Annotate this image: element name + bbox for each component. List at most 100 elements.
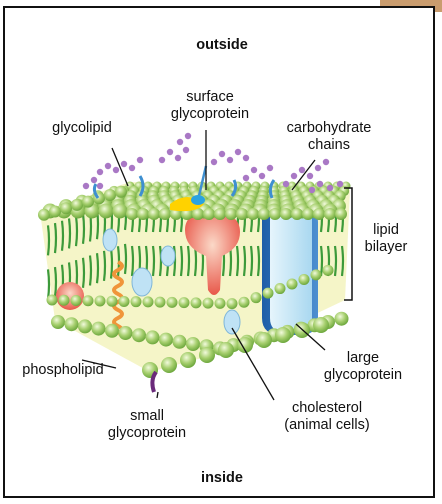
chain-bead	[309, 187, 315, 193]
large-glycoprotein-line2: glycoprotein	[308, 367, 418, 384]
lipid-head	[146, 330, 160, 344]
lipid-head	[92, 322, 106, 336]
lipid-head	[83, 295, 94, 306]
lipid-head	[239, 297, 250, 308]
lipid-head	[280, 208, 292, 220]
lipid-head	[275, 327, 291, 343]
lipid-head	[258, 208, 270, 220]
chain-bead	[159, 157, 165, 163]
lipid-head	[99, 204, 114, 219]
lipid-head	[335, 312, 349, 326]
carbohydrate-line1: carbohydrate	[264, 120, 394, 137]
lipid-head	[335, 208, 347, 220]
small-glycoprotein-line1: small	[92, 408, 202, 425]
lipid-head	[126, 208, 138, 220]
lipid-tail	[321, 246, 322, 276]
lipid-head	[227, 298, 238, 309]
lipid-head	[313, 317, 329, 333]
phospholipid-label: phospholipid	[8, 362, 118, 379]
lipid-head	[263, 288, 274, 299]
lipid-head	[311, 269, 322, 280]
lipid-tail	[244, 246, 245, 276]
lipid-head	[167, 297, 178, 308]
lipid-head	[131, 296, 142, 307]
lipid-tail	[48, 269, 49, 299]
lipid-head	[115, 186, 127, 198]
chain-bead	[129, 165, 135, 171]
lipid-head	[203, 298, 214, 309]
lipid-head	[159, 333, 173, 347]
large-glycoprotein-label: large glycoprotein	[308, 350, 418, 384]
lipid-tail	[251, 246, 252, 276]
lipid-head	[107, 296, 118, 307]
lipid-tail	[188, 246, 189, 276]
lipid-head	[82, 196, 94, 208]
lipid-tail	[160, 246, 161, 276]
chain-bead	[177, 139, 183, 145]
lipid-head	[269, 208, 281, 220]
lipid-tail	[237, 246, 238, 276]
chain-bead	[175, 155, 181, 161]
carbohydrate-chains-label: carbohydrate chains	[264, 120, 394, 154]
lipid-tail	[132, 246, 133, 276]
chain-bead	[291, 173, 297, 179]
lipid-tail	[83, 258, 84, 288]
lipid-head	[105, 324, 119, 338]
chain-bead	[267, 165, 273, 171]
lipid-head	[215, 298, 226, 309]
lipid-head	[159, 208, 171, 220]
chain-bead	[299, 167, 305, 173]
lipid-head	[143, 296, 154, 307]
chain-bead	[251, 167, 257, 173]
chain-bead	[243, 155, 249, 161]
lipid-head	[71, 295, 82, 306]
lipid-tail	[125, 244, 126, 274]
lipid-head	[173, 335, 187, 349]
lipid-tail	[83, 214, 84, 244]
lipid-tail	[153, 246, 154, 276]
chain-bead	[307, 173, 313, 179]
chain-bead	[121, 161, 127, 167]
chain-bead	[97, 169, 103, 175]
chain-bead	[185, 133, 191, 139]
lipid-head	[137, 208, 149, 220]
lipid-bilayer-line1: lipid	[356, 222, 416, 239]
lipid-tail	[181, 246, 182, 276]
lipid-tail	[342, 246, 343, 276]
lipid-tail	[335, 246, 336, 276]
lipid-tail	[69, 218, 70, 248]
chain-bead	[183, 147, 189, 153]
lipid-head	[161, 357, 177, 373]
lipid-head	[236, 208, 248, 220]
lipid-head	[179, 297, 190, 308]
lipid-head	[186, 337, 200, 351]
chain-bead	[337, 181, 343, 187]
lipid-head	[132, 328, 146, 342]
surface-glycoprotein-head	[191, 195, 205, 205]
cholesterol-shape	[132, 268, 152, 296]
chain-bead	[283, 181, 289, 187]
small-glycoprotein-line2: glycoprotein	[92, 425, 202, 442]
lipid-head	[275, 283, 286, 294]
lipid-tail	[90, 256, 91, 286]
lipid-head	[225, 208, 237, 220]
lipid-head	[291, 208, 303, 220]
cholesterol-label: cholesterol (animal cells)	[262, 400, 392, 434]
lipid-tail	[48, 225, 49, 255]
inside-label: inside	[190, 470, 254, 487]
lipid-head	[148, 208, 160, 220]
lipid-head	[299, 274, 310, 285]
lipid-head	[113, 204, 128, 219]
surface-glycoprotein-line2: glycoprotein	[160, 106, 260, 123]
lipid-head	[251, 292, 262, 303]
outside-label: outside	[190, 37, 254, 54]
lipid-head	[71, 199, 83, 211]
lipid-head	[218, 342, 234, 358]
lipid-head	[51, 315, 65, 329]
lipid-head	[256, 332, 272, 348]
lipid-head	[199, 347, 215, 363]
chain-bead	[83, 183, 89, 189]
lipid-head	[60, 202, 72, 214]
chain-bead	[315, 165, 321, 171]
lipid-tail	[258, 246, 259, 276]
